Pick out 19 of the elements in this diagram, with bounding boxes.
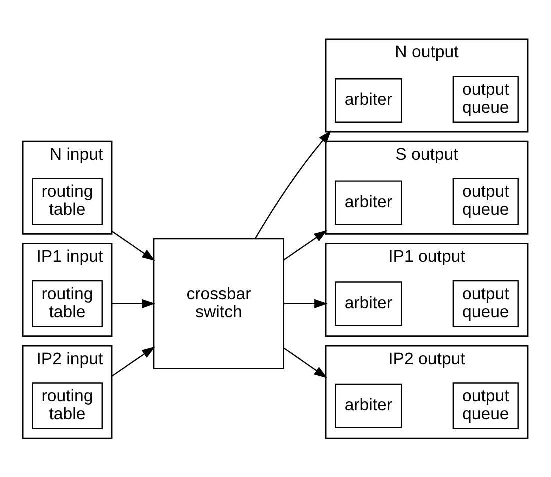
arrow: [284, 347, 328, 378]
node-box: arbiter: [335, 180, 402, 225]
arrow: [284, 298, 328, 308]
arrow: [255, 130, 332, 238]
node-box: output queue: [452, 382, 519, 430]
node-box: crossbar switch: [153, 238, 285, 369]
node-box: output queue: [452, 178, 519, 225]
node-box: routing table: [32, 178, 103, 225]
arrow: [112, 298, 156, 308]
node-box: arbiter: [335, 383, 402, 428]
node-box: arbiter: [335, 281, 402, 326]
node-box: output queue: [452, 76, 519, 122]
node-box: routing table: [32, 280, 103, 327]
node-box: routing table: [32, 382, 103, 430]
arrow: [112, 346, 156, 376]
arrow: [112, 230, 156, 261]
node-box: output queue: [452, 280, 519, 327]
arrow: [284, 230, 328, 260]
node-box: arbiter: [335, 78, 402, 122]
